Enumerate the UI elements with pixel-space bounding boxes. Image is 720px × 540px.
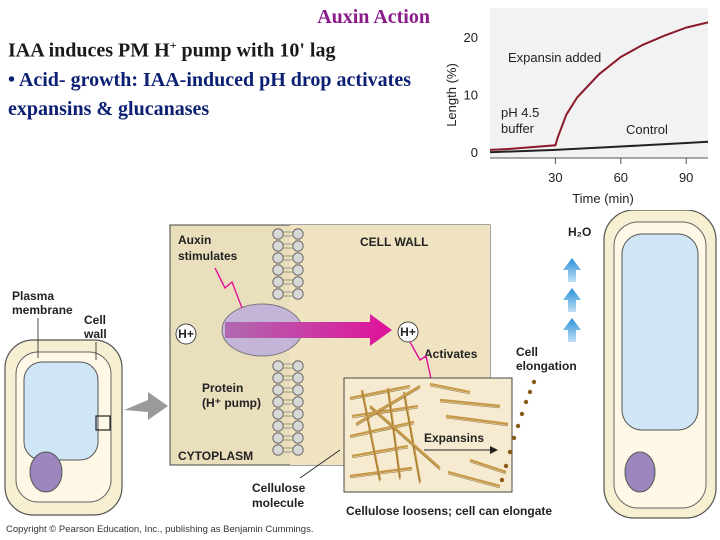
annotation-expansin-added: Expansin added <box>508 50 601 65</box>
cellulose-fibers <box>349 382 509 489</box>
bullet-mark: • <box>8 69 16 91</box>
statement-text-end: pump with 10' lag <box>176 39 336 62</box>
annotation-ph: pH 4.5 <box>501 105 539 120</box>
zoom-arrow <box>124 392 168 420</box>
auxin-label-2: stimulates <box>178 249 238 263</box>
cellulose-molecule-label: Cellulose <box>252 481 306 495</box>
cell-wall-label: Cell <box>84 313 106 327</box>
cell-elongation-label: Cell <box>516 345 538 359</box>
annotation-buffer: buffer <box>501 121 535 136</box>
y-tick-label-0: 0 <box>471 145 478 160</box>
cellulose-loosens-label: Cellulose loosens; cell can elongate <box>346 504 552 518</box>
h-plus-outside-label: H+ <box>400 325 416 339</box>
cytoplasm-label: CYTOPLASM <box>178 449 253 463</box>
auxin-diagram: Plasma membrane Cell wall H+ H+ Auxin st… <box>4 210 717 519</box>
annotation-control: Control <box>626 122 668 137</box>
h-plus-inside-label: H+ <box>178 327 194 341</box>
small-cell <box>4 339 123 516</box>
y-tick-label-1: 10 <box>464 88 478 103</box>
annotation-bg <box>498 102 554 138</box>
statement-text: IAA induces PM H <box>8 39 170 62</box>
activates-label: Activates <box>424 347 478 361</box>
bullet-text: Acid- growth: IAA-induced pH drop activa… <box>8 69 411 120</box>
h-plus-inside <box>175 323 197 345</box>
protein-label-2: (H⁺ pump) <box>202 396 261 410</box>
auxin-label: Auxin <box>178 233 211 247</box>
elongated-cell <box>603 210 717 519</box>
statement-superscript: + <box>169 38 177 52</box>
water-label: H₂O <box>568 225 591 239</box>
y-axis-label: Length (%) <box>444 63 459 127</box>
plasma-membrane-bilayer <box>272 228 304 456</box>
plasma-membrane-label: Plasma <box>12 289 54 303</box>
slide-statement: IAA induces PM H+ pump with 10' lag <box>8 38 335 63</box>
proton-arrow <box>225 314 392 346</box>
length-chart: 30 60 90 0 10 20 Length (%) Time (min) Expans… <box>444 8 709 206</box>
x-tick-label-1: 60 <box>614 170 628 185</box>
x-tick-label-0: 30 <box>548 170 562 185</box>
cell-elongation-label-2: elongation <box>516 359 577 373</box>
y-tick-label-2: 20 <box>464 30 478 45</box>
copyright: Copyright © Pearson Education, Inc., pub… <box>6 524 314 535</box>
cell-wall-heading: CELL WALL <box>360 235 428 249</box>
slide-bullet: • Acid- growth: IAA-induced pH drop acti… <box>8 66 438 124</box>
series-line-0 <box>489 21 709 151</box>
slide-title: Auxin Action <box>317 6 430 28</box>
series-line-1 <box>489 140 709 154</box>
protein-label: Protein <box>202 381 243 395</box>
auxin-zigzag <box>214 267 243 309</box>
elongation-arrows <box>563 258 581 342</box>
expansins-label: Expansins <box>424 431 484 445</box>
x-tick-label-2: 90 <box>679 170 693 185</box>
cell-wall-label-2: wall <box>83 327 107 341</box>
plasma-membrane-label-2: membrane <box>12 303 73 317</box>
h-plus-outside <box>397 321 419 343</box>
cellulose-molecule-label-2: molecule <box>252 496 304 510</box>
expansin-dots <box>499 379 537 483</box>
x-axis-label: Time (min) <box>572 191 634 206</box>
